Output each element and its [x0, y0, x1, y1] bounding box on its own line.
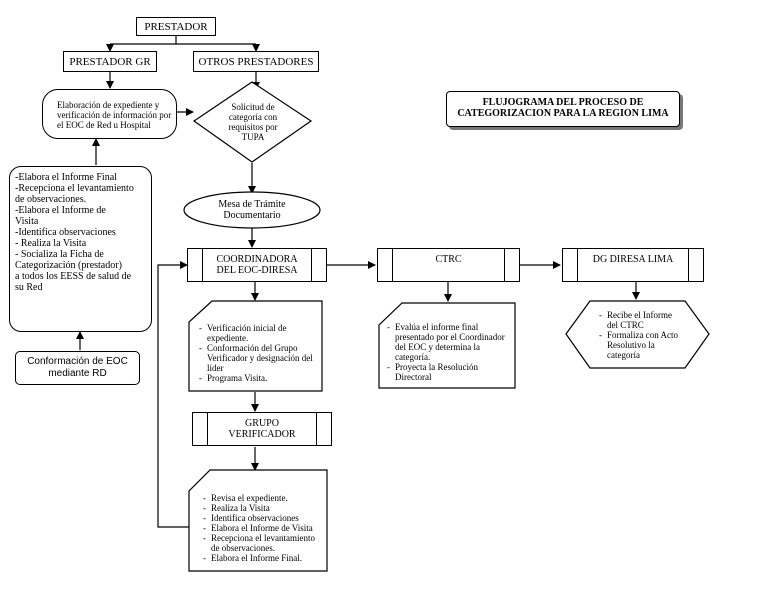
dg-task-item: Recibe el Informe del CTRC — [599, 310, 684, 330]
ctrc-task-item: Proyecta la Resolución Directoral — [387, 362, 510, 382]
elaboracion-line: el EOC de Red u Hospital — [57, 120, 151, 130]
left-list-line: -Identifica observaciones — [15, 227, 116, 238]
elaboracion-line: Elaboración de expediente y — [57, 100, 160, 110]
grupo-task-item: Elabora el Informe de Visita — [203, 523, 324, 533]
coord-task-item: Conformación del Grupo Verificador y des… — [199, 343, 316, 373]
elaboracion-box: Elaboración de expediente y verificación… — [42, 89, 177, 139]
left-list-line: a todos los EESS de salud de — [15, 271, 132, 282]
coordinadora-line: COORDINADORA — [216, 254, 298, 265]
diagram-title: FLUJOGRAMA DEL PROCESO DE CATEGORIZACION… — [446, 91, 680, 127]
grupo-verificador-box: GRUPO VERIFICADOR — [192, 412, 332, 446]
grupo-tasks-text: Revisa el expediente. Realiza la Visita … — [202, 493, 324, 563]
solicitud-line: categoría con — [228, 112, 278, 122]
dg-diresa-box: DG DIRESA LIMA — [562, 248, 704, 282]
coord-task-item: Programa Visita. — [199, 373, 316, 383]
left-list-line: -Elabora el Informe de — [15, 205, 106, 216]
grupo-task-item: Revisa el expediente. — [203, 493, 324, 503]
conformacion-eoc-box: Conformación de EOC mediante RD — [15, 351, 140, 385]
left-list-line: de observaciones. — [15, 194, 87, 205]
otros-prestadores-box: OTROS PRESTADORES — [193, 51, 319, 72]
elaboracion-line: verificación de información por — [57, 110, 172, 120]
solicitud-line: TUPA — [241, 132, 265, 142]
left-list-line: - Socializa la Ficha de — [15, 249, 104, 260]
grupo-task-item: Identifica observaciones — [203, 513, 324, 523]
coordinadora-box: COORDINADORA DEL EOC-DIRESA — [187, 248, 327, 282]
left-list-line: Categorización (prestador) — [15, 260, 122, 271]
left-list-line: -Elabora el Informe Final — [15, 172, 117, 183]
solicitud-line: requisitos por — [228, 122, 278, 132]
conformacion-line: mediante RD — [48, 368, 107, 379]
prestador-gr-label: PRESTADOR GR — [69, 55, 151, 68]
mesa-ellipse — [183, 191, 321, 229]
grupo-task-item: Recepciona el levantamiento de observaci… — [203, 533, 324, 553]
coordinadora-line: DEL EOC-DIRESA — [216, 265, 298, 276]
otros-prestadores-label: OTROS PRESTADORES — [198, 55, 314, 68]
prestador-gr-box: PRESTADOR GR — [63, 51, 157, 72]
prestador-box: PRESTADOR — [136, 17, 216, 36]
left-list-line: -Recepciona el levantamiento — [15, 183, 134, 194]
ctrc-box: CTRC — [377, 248, 520, 282]
prestador-gr-tasks-box: -Elabora el Informe Final -Recepciona el… — [9, 166, 152, 332]
solicitud-text: Solicitud de categoría con requisitos po… — [214, 102, 292, 142]
grupo-task-item: Elabora el Informe Final. — [203, 553, 324, 563]
ctrc-tasks-text: Evalúa el informe final presentado por e… — [386, 322, 510, 382]
title-line: FLUJOGRAMA DEL PROCESO DE — [482, 97, 644, 108]
mesa-line: Mesa de Trámite — [218, 199, 286, 210]
dg-diresa-label: DG DIRESA LIMA — [592, 254, 674, 265]
coord-tasks-text: Verificación inicial de expediente. Conf… — [198, 323, 316, 383]
left-list-line: Visita — [15, 216, 39, 227]
title-line: CATEGORIZACION PARA LA REGION LIMA — [457, 108, 669, 119]
ctrc-label: CTRC — [435, 254, 462, 265]
grupo-line: GRUPO — [245, 418, 279, 429]
solicitud-diamond — [192, 81, 313, 163]
left-list-line: - Realiza la Visita — [15, 238, 87, 249]
conformacion-line: Conformación de EOC — [27, 356, 128, 367]
ctrc-task-item: Evalúa el informe final presentado por e… — [387, 322, 510, 362]
solicitud-line: Solicitud de — [231, 102, 275, 112]
prestador-label: PRESTADOR — [144, 20, 208, 33]
grupo-line: VERIFICADOR — [228, 429, 296, 440]
grupo-task-item: Realiza la Visita — [203, 503, 324, 513]
coord-task-item: Verificación inicial de expediente. — [199, 323, 316, 343]
mesa-text: Mesa de Trámite Documentario — [194, 199, 310, 221]
left-list-line: su Red — [15, 282, 43, 293]
mesa-line: Documentario — [223, 210, 281, 221]
dg-task-item: Formaliza con Acto Resolutivo la categor… — [599, 330, 684, 360]
dg-tasks-text: Recibe el Informe del CTRC Formaliza con… — [598, 310, 684, 360]
